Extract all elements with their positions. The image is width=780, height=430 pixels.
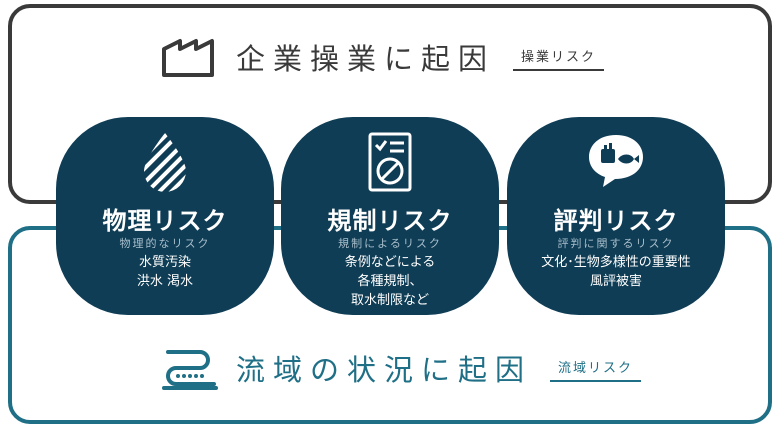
basin-risk-title: 流域の状況に起因	[236, 353, 533, 387]
risk-description-line: 洪水 渇水	[136, 274, 194, 289]
risk-name: 評判リスク	[553, 207, 679, 235]
risk-description-line: 風評被害	[589, 274, 642, 289]
reputation-risk-card: 評判リスク 評判に関するリスク 文化･生物多様性の重要性 風評被害	[507, 117, 725, 315]
speech-bubble-icon	[589, 135, 643, 187]
factory-icon	[162, 39, 214, 77]
connector-dash	[495, 226, 507, 230]
connector-dash	[270, 226, 282, 230]
risk-description: 水質汚染 洪水 渇水	[56, 253, 274, 291]
risk-description-line: 条例などによる	[344, 255, 436, 270]
risk-name: 規制リスク	[327, 207, 453, 235]
river-icon	[162, 350, 218, 390]
risk-description-line: 文化･生物多様性の重要性	[541, 255, 691, 270]
regulatory-risk-card: 規制リスク 規制によるリスク 条例などによる 各種規制、 取水制限など	[281, 117, 499, 315]
operational-risk-tag: 操業リスク	[513, 44, 605, 71]
physical-risk-card: 物理リスク 物理的なリスク 水質汚染 洪水 渇水	[56, 117, 274, 315]
risk-description: 条例などによる 各種規制、 取水制限など	[281, 253, 499, 310]
basin-risk-tag: 流域リスク	[550, 355, 642, 382]
risk-description-line: 各種規制、	[357, 274, 423, 289]
risk-description-line: 取水制限など	[350, 293, 429, 308]
operational-risk-title: 企業操業に起因	[236, 42, 496, 76]
risk-subtitle: 規制によるリスク	[338, 237, 442, 250]
checklist-prohibited-icon	[368, 132, 412, 192]
connector-dash	[270, 200, 282, 204]
risk-description: 文化･生物多様性の重要性 風評被害	[507, 253, 725, 291]
water-drop-icon	[144, 133, 186, 192]
risk-subtitle: 評判に関するリスク	[557, 237, 675, 250]
risk-subtitle: 物理的なリスク	[119, 237, 211, 250]
risk-description-line: 水質汚染	[138, 255, 191, 270]
operational-risk-header: 企業操業に起因 操業リスク	[160, 36, 605, 78]
risk-name: 物理リスク	[102, 207, 228, 235]
connector-dash	[495, 200, 507, 204]
basin-risk-header: 流域の状況に起因 流域リスク	[160, 346, 642, 390]
